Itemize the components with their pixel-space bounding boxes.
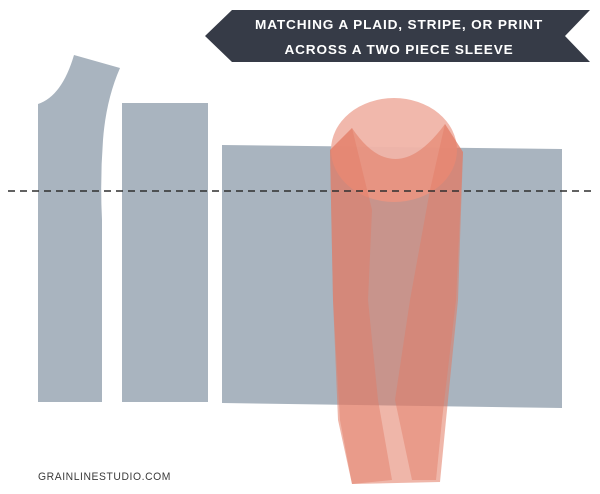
under-sleeve-left-piece <box>330 128 392 484</box>
pattern-pieces <box>38 55 562 408</box>
site-credit: GRAINLINESTUDIO.COM <box>38 471 171 483</box>
side-panel-piece <box>122 103 208 402</box>
bodice-piece <box>38 55 120 402</box>
under-sleeve-right-piece <box>395 124 463 480</box>
banner-title-line-1: MATCHING A PLAID, STRIPE, OR PRINT <box>255 17 543 32</box>
banner-title-line-2: ACROSS A TWO PIECE SLEEVE <box>285 42 514 57</box>
two-piece-sleeve <box>330 98 463 484</box>
upper-sleeve-piece <box>330 124 463 484</box>
title-banner: MATCHING A PLAID, STRIPE, OR PRINT ACROS… <box>205 10 590 62</box>
banner-ribbon <box>205 10 590 62</box>
